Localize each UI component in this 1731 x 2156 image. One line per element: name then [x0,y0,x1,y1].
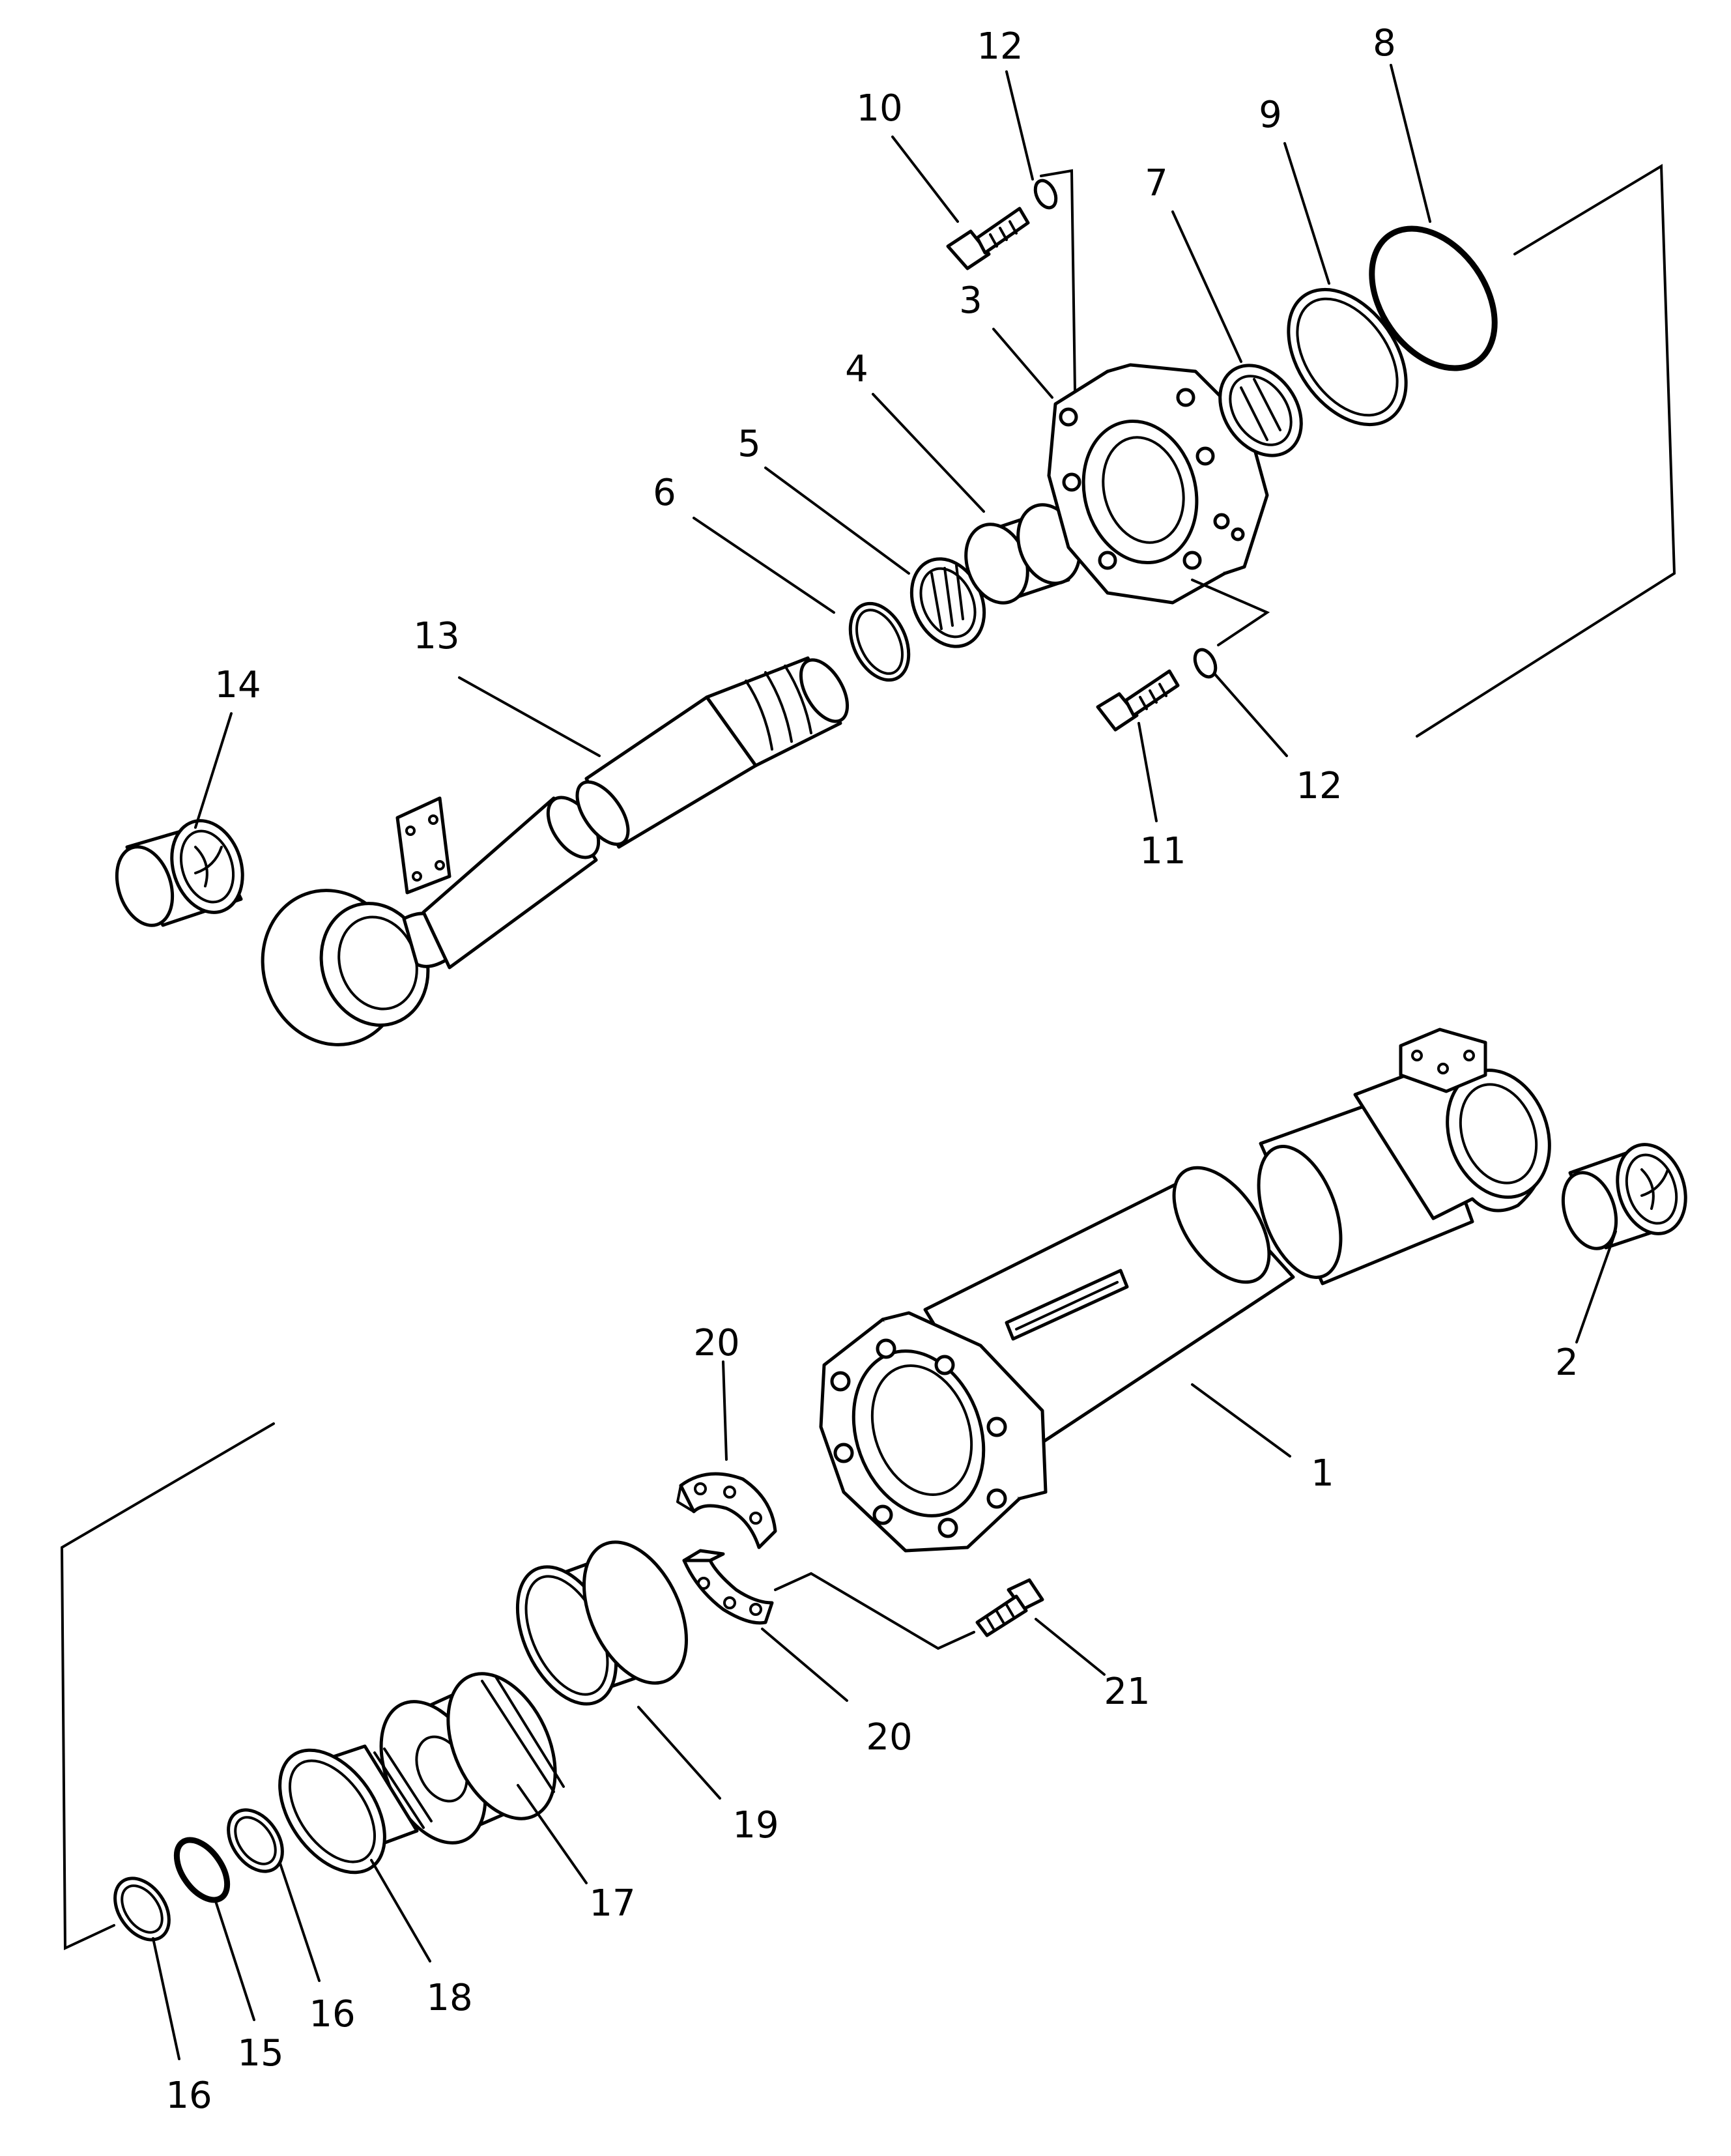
label-14: 14 [214,664,261,706]
part-20-split-ring-lower [682,1549,774,1625]
leader-lines [152,64,1617,2060]
label-16-b: 16 [165,2075,212,2117]
label-5: 5 [737,423,761,465]
part-8-o-ring [1369,225,1498,371]
part-2-bushing [1561,1143,1687,1250]
part-9-backup-ring [1287,287,1408,427]
part-11-bolt [1096,669,1180,732]
label-10: 10 [856,87,902,130]
label-4: 4 [845,348,868,390]
label-16-a: 16 [309,1993,355,2035]
part-6-snap-ring [848,601,911,682]
label-12-lower: 12 [1296,765,1342,807]
part-12-washer-upper [1033,179,1058,210]
label-13: 13 [413,615,459,657]
part-14-bushing [115,819,244,927]
bolt-21-bracket [774,1572,975,1650]
label-17: 17 [589,1882,635,1925]
part-21-bolt [975,1578,1044,1637]
label-20-lower: 20 [866,1716,912,1759]
callout-labels: 12 10 8 9 7 3 4 5 6 13 14 12 11 1 2 20 2… [165,22,1578,2117]
label-18: 18 [426,1977,472,2019]
label-7: 7 [1145,162,1168,205]
part-12-washer-lower [1193,648,1218,679]
label-19: 19 [732,1804,779,1847]
assembly-bracket-upper [1040,164,1676,738]
part-16-ring-a [227,1808,284,1873]
part-17-piston [379,1672,565,1845]
part-19-wear-ring [515,1540,688,1706]
part-13-piston-rod [261,656,850,1046]
part-1-cylinder-tube [819,1028,1551,1553]
label-6: 6 [653,472,676,514]
part-15-o-ring [173,1837,231,1903]
label-20-upper: 20 [693,1322,739,1364]
label-3: 3 [959,280,982,322]
label-15: 15 [237,2032,283,2075]
label-1: 1 [1311,1452,1334,1495]
label-12-upper: 12 [977,25,1023,68]
assembly-bracket-lower [60,1422,275,1951]
part-18-piston-seal [278,1744,433,1875]
label-8: 8 [1373,22,1396,65]
label-2: 2 [1555,1342,1579,1384]
part-10-bolt [946,207,1030,270]
part-5-seal [909,557,986,648]
label-21: 21 [1104,1671,1150,1713]
part-20-split-ring-upper [676,1472,777,1549]
label-11: 11 [1139,830,1186,872]
part-7-seal [1218,364,1303,457]
part-16-ring-b [113,1876,171,1942]
label-9: 9 [1259,94,1282,136]
